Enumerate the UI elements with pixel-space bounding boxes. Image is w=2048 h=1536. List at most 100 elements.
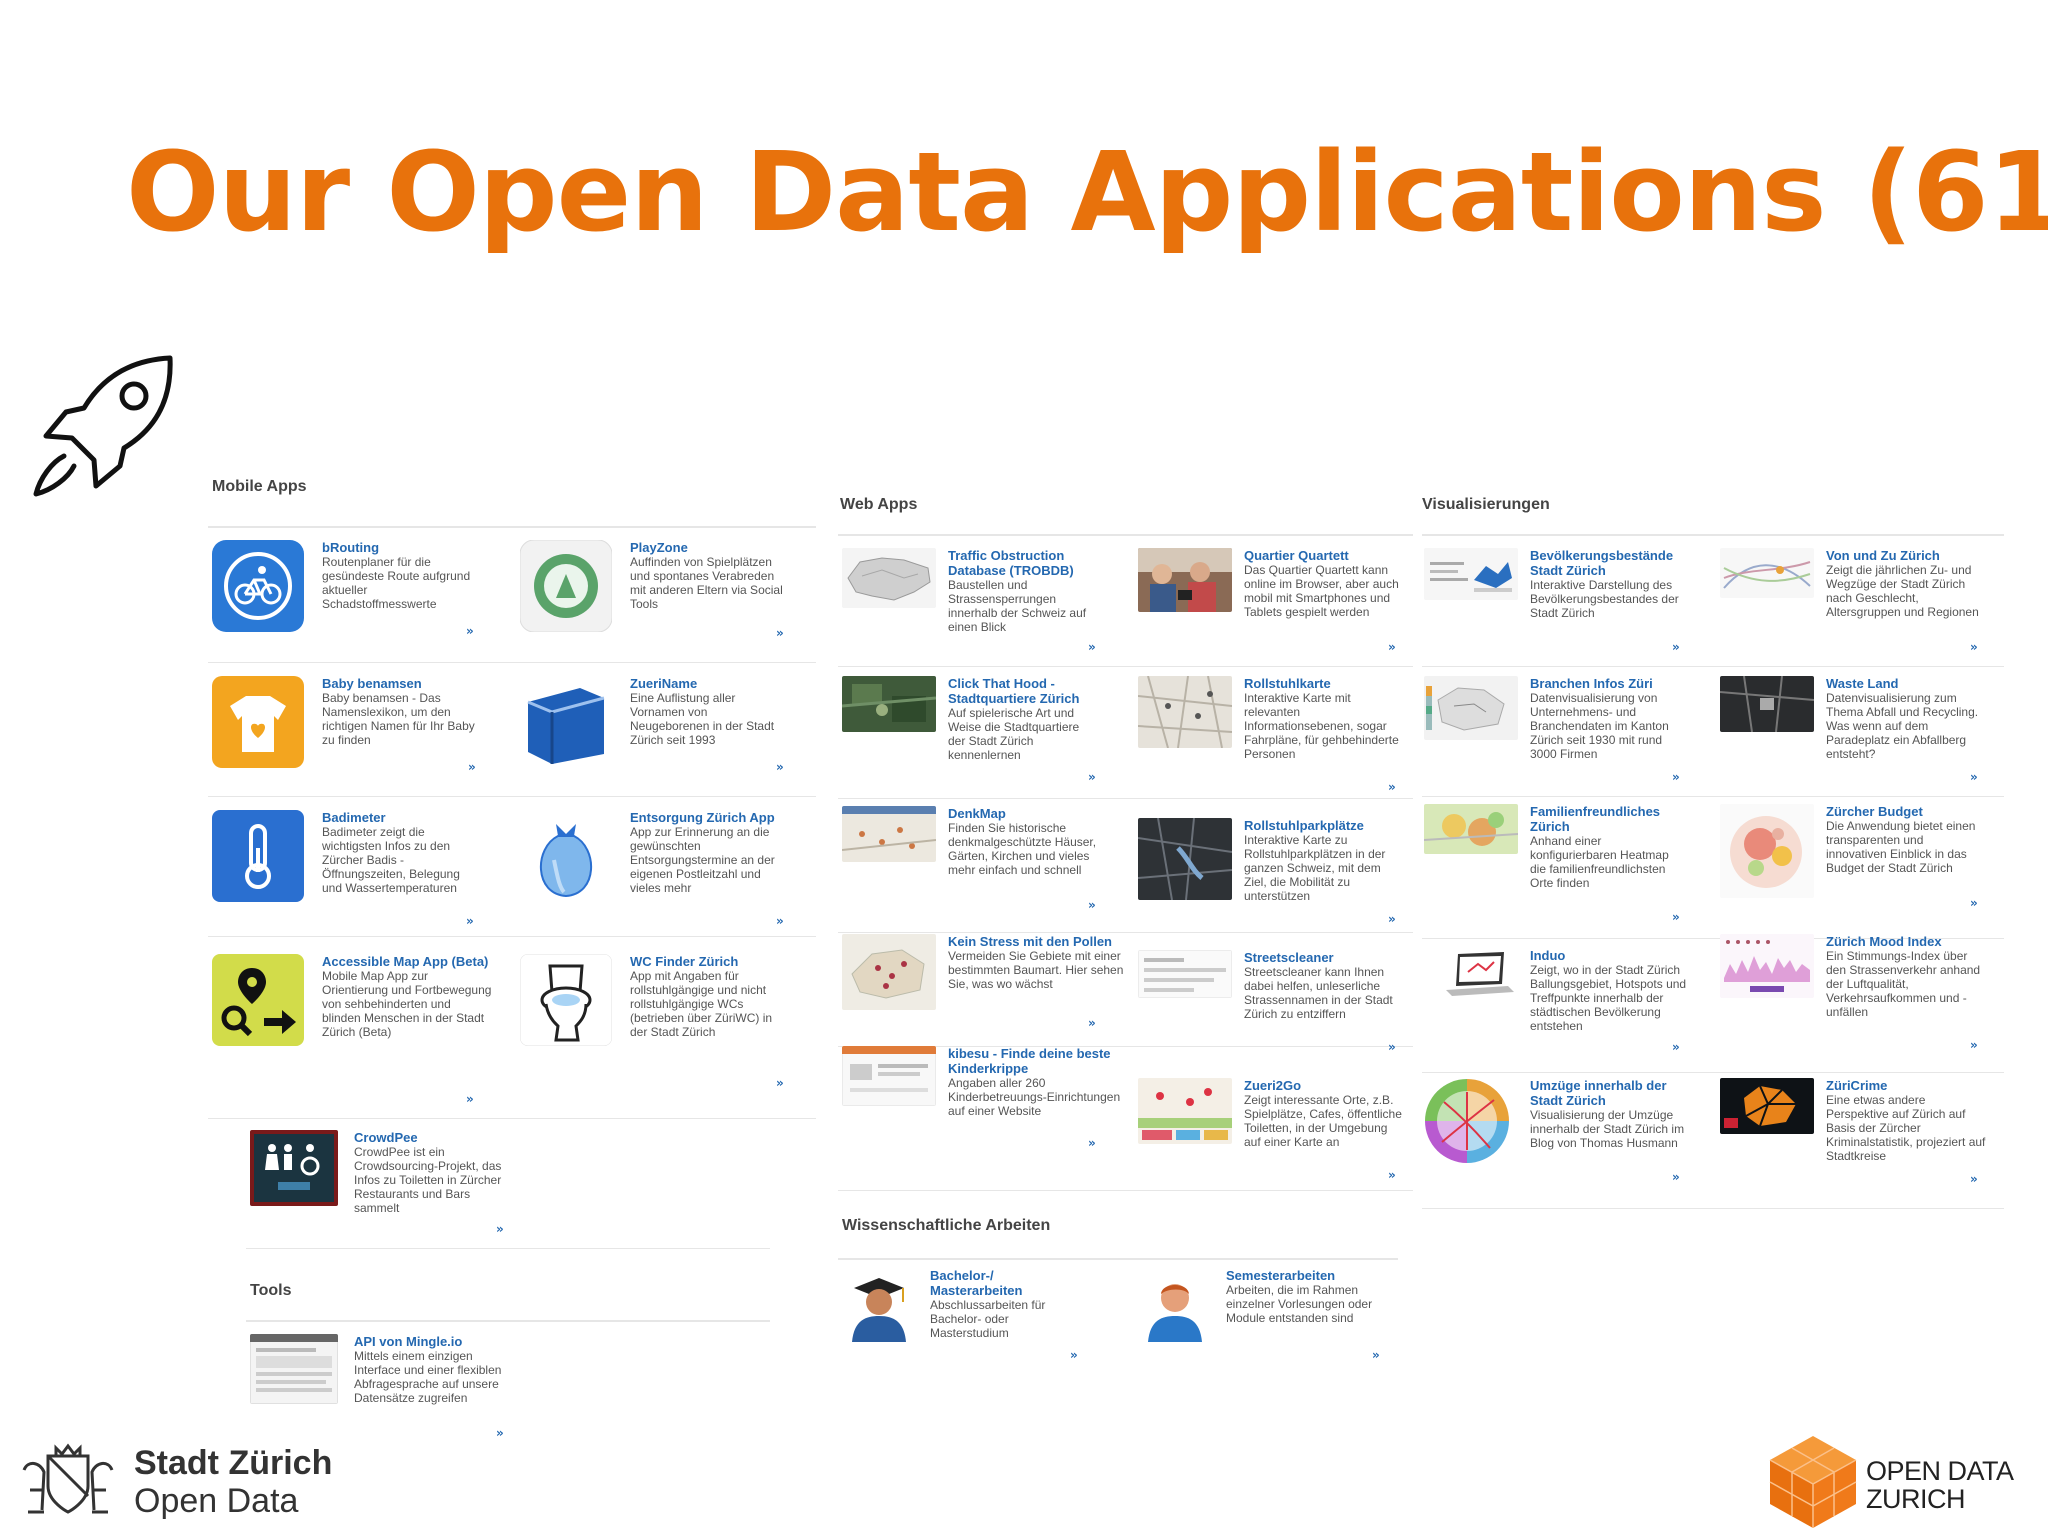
app-card-zuerich-mood-index[interactable]: Zürich Mood Index Ein Stimmungs-Index üb… — [1720, 934, 2004, 1054]
app-card-pollen[interactable]: Kein Stress mit den Pollen Vermeiden Sie… — [842, 934, 1132, 1042]
app-title[interactable]: DenkMap — [948, 806, 1006, 821]
app-title[interactable]: Umzüge innerhalb der Stadt Zürich — [1530, 1078, 1667, 1108]
app-card-baby-benamsen[interactable]: Baby benamsen Baby benamsen - Das Namens… — [212, 676, 512, 792]
app-title[interactable]: Quartier Quartett — [1244, 548, 1349, 563]
app-title[interactable]: Branchen Infos Züri — [1530, 676, 1653, 691]
more-link[interactable]: » — [1088, 898, 1096, 912]
dark-map-thumbnail — [1138, 818, 1232, 900]
app-title[interactable]: Baby benamsen — [322, 676, 422, 691]
app-card-zueri2go[interactable]: Zueri2Go Zeigt interessante Orte, z.B. S… — [1138, 1078, 1414, 1186]
app-title[interactable]: Traffic Obstruction Database (TROBDB) — [948, 548, 1074, 578]
app-title[interactable]: Induo — [1530, 948, 1566, 963]
more-link[interactable]: » — [466, 624, 474, 638]
app-title[interactable]: Zürcher Budget — [1826, 804, 1923, 819]
app-title[interactable]: PlayZone — [630, 540, 688, 555]
app-title[interactable]: Streetscleaner — [1244, 950, 1334, 965]
more-link[interactable]: » — [776, 914, 784, 928]
app-card-branchen-infos[interactable]: Branchen Infos Züri Datenvisualisierung … — [1424, 676, 1714, 792]
more-link[interactable]: » — [1970, 770, 1978, 784]
more-link[interactable]: » — [466, 1092, 474, 1106]
app-card-accessible-map[interactable]: Accessible Map App (Beta) Mobile Map App… — [212, 954, 512, 1114]
more-link[interactable]: » — [1672, 640, 1680, 654]
app-card-crowdpee[interactable]: CrowdPee CrowdPee ist ein Crowdsourcing-… — [250, 1130, 530, 1242]
more-link[interactable]: » — [1970, 896, 1978, 910]
more-link[interactable]: » — [1088, 770, 1096, 784]
app-description: Angaben aller 260 Kinderbetreuungs-Einri… — [948, 1076, 1121, 1118]
more-link[interactable]: » — [1970, 640, 1978, 654]
more-link[interactable]: » — [1388, 1040, 1396, 1054]
app-card-von-und-zu-zuerich[interactable]: Von und Zu Zürich Zeigt die jährlichen Z… — [1720, 548, 2004, 662]
app-description: Datenvisualisierung von Unternehmens- un… — [1530, 691, 1669, 761]
app-card-waste-land[interactable]: Waste Land Datenvisualisierung zum Thema… — [1720, 676, 2004, 792]
app-card-streetscleaner[interactable]: Streetscleaner Streetscleaner kann Ihnen… — [1138, 950, 1414, 1058]
more-link[interactable]: » — [468, 760, 476, 774]
app-title[interactable]: ZüriCrime — [1826, 1078, 1888, 1093]
app-card-zuericrime[interactable]: ZüriCrime Eine etwas andere Perspektive … — [1720, 1078, 2004, 1190]
app-title[interactable]: bRouting — [322, 540, 380, 555]
app-card-rollstuhlparkplaetze[interactable]: Rollstuhlparkplätze Interaktive Karte zu… — [1138, 818, 1414, 930]
app-card-kibesu[interactable]: kibesu - Finde deine beste Kinderkrippe … — [842, 1046, 1132, 1156]
app-title[interactable]: CrowdPee — [354, 1130, 418, 1145]
more-link[interactable]: » — [776, 760, 784, 774]
app-title[interactable]: kibesu - Finde deine beste Kinderkrippe — [948, 1046, 1111, 1076]
app-title[interactable]: Badimeter — [322, 810, 386, 825]
app-card-quartier-quartett[interactable]: Quartier Quartett Das Quartier Quartett … — [1138, 548, 1414, 662]
app-card-entsorgung[interactable]: Entsorgung Zürich App App zur Erinnerung… — [520, 810, 816, 934]
app-description: Eine Auflistung aller Vornamen von Neuge… — [630, 691, 775, 747]
app-title[interactable]: API von Mingle.io — [354, 1334, 463, 1349]
app-card-bevoelkerungsbestaende[interactable]: Bevölkerungsbestände Stadt Zürich Intera… — [1424, 548, 1714, 662]
more-link[interactable]: » — [776, 626, 784, 640]
app-card-induo[interactable]: Induo Zeigt, wo in der Stadt Zürich Ball… — [1424, 948, 1714, 1062]
app-title[interactable]: Von und Zu Zürich — [1826, 548, 1940, 563]
app-card-semesterarbeiten[interactable]: Semesterarbeiten Arbeiten, die im Rahmen… — [1138, 1268, 1414, 1368]
more-link[interactable]: » — [1372, 1348, 1380, 1362]
more-link[interactable]: » — [1088, 640, 1096, 654]
app-card-umzuege[interactable]: Umzüge innerhalb der Stadt Zürich Visual… — [1424, 1078, 1714, 1190]
app-card-zuercher-budget[interactable]: Zürcher Budget Die Anwendung bietet eine… — [1720, 804, 2004, 916]
more-link[interactable]: » — [1388, 1168, 1396, 1182]
more-link[interactable]: » — [1672, 1040, 1680, 1054]
app-card-badimeter[interactable]: Badimeter Badimeter zeigt die wichtigste… — [212, 810, 512, 934]
app-card-familienfreundliches[interactable]: Familienfreundliches Zürich Anhand einer… — [1424, 804, 1714, 934]
app-title[interactable]: Zueri2Go — [1244, 1078, 1302, 1093]
app-card-rollstuhlkarte[interactable]: Rollstuhlkarte Interaktive Karte mit rel… — [1138, 676, 1414, 796]
app-card-click-that-hood[interactable]: Click That Hood - Stadtquartiere Zürich … — [842, 676, 1132, 794]
more-link[interactable]: » — [1088, 1016, 1096, 1030]
more-link[interactable]: » — [1970, 1038, 1978, 1052]
app-title[interactable]: ZueriName — [630, 676, 698, 691]
more-link[interactable]: » — [776, 1076, 784, 1090]
app-card-bachelor-master[interactable]: Bachelor-/ Masterarbeiten Abschlussarbei… — [842, 1268, 1132, 1368]
more-link[interactable]: » — [1672, 770, 1680, 784]
app-title[interactable]: Waste Land — [1826, 676, 1899, 691]
more-link[interactable]: » — [466, 914, 474, 928]
app-card-playzone[interactable]: PlayZone Auffinden von Spielplätzen und … — [520, 540, 816, 658]
app-title[interactable]: Zürich Mood Index — [1826, 934, 1942, 949]
more-link[interactable]: » — [1088, 1136, 1096, 1150]
more-link[interactable]: » — [1388, 780, 1396, 794]
more-link[interactable]: » — [1388, 912, 1396, 926]
app-title[interactable]: Bachelor-/ Masterarbeiten — [930, 1268, 1023, 1298]
more-link[interactable]: » — [1672, 910, 1680, 924]
app-title[interactable]: WC Finder Zürich — [630, 954, 739, 969]
app-title[interactable]: Kein Stress mit den Pollen — [948, 934, 1112, 949]
app-title[interactable]: Rollstuhlkarte — [1244, 676, 1331, 691]
more-link[interactable]: » — [496, 1426, 504, 1440]
app-title[interactable]: Click That Hood - Stadtquartiere Zürich — [948, 676, 1080, 706]
app-title[interactable]: Rollstuhlparkplätze — [1244, 818, 1364, 833]
app-card-trobdb[interactable]: Traffic Obstruction Database (TROBDB) Ba… — [842, 548, 1132, 662]
app-title[interactable]: Bevölkerungsbestände Stadt Zürich — [1530, 548, 1674, 578]
app-card-brouting[interactable]: bRouting Routenplaner für die gesündeste… — [212, 540, 512, 658]
app-card-mingle-api[interactable]: API von Mingle.io Mittels einem einzigen… — [250, 1334, 530, 1446]
app-card-wc-finder[interactable]: WC Finder Zürich App mit Angaben für rol… — [520, 954, 816, 1094]
more-link[interactable]: » — [1672, 1170, 1680, 1184]
more-link[interactable]: » — [1388, 640, 1396, 654]
app-title[interactable]: Accessible Map App (Beta) — [322, 954, 489, 969]
app-card-denkmap[interactable]: DenkMap Finden Sie historische denkmalge… — [842, 806, 1132, 926]
more-link[interactable]: » — [496, 1222, 504, 1236]
app-title[interactable]: Semesterarbeiten — [1226, 1268, 1336, 1283]
more-link[interactable]: » — [1970, 1172, 1978, 1186]
more-link[interactable]: » — [1070, 1348, 1078, 1362]
app-card-zueriname[interactable]: ZueriName Eine Auflistung aller Vornamen… — [520, 676, 816, 792]
app-title[interactable]: Familienfreundliches Zürich — [1530, 804, 1661, 834]
app-title[interactable]: Entsorgung Zürich App — [630, 810, 775, 825]
